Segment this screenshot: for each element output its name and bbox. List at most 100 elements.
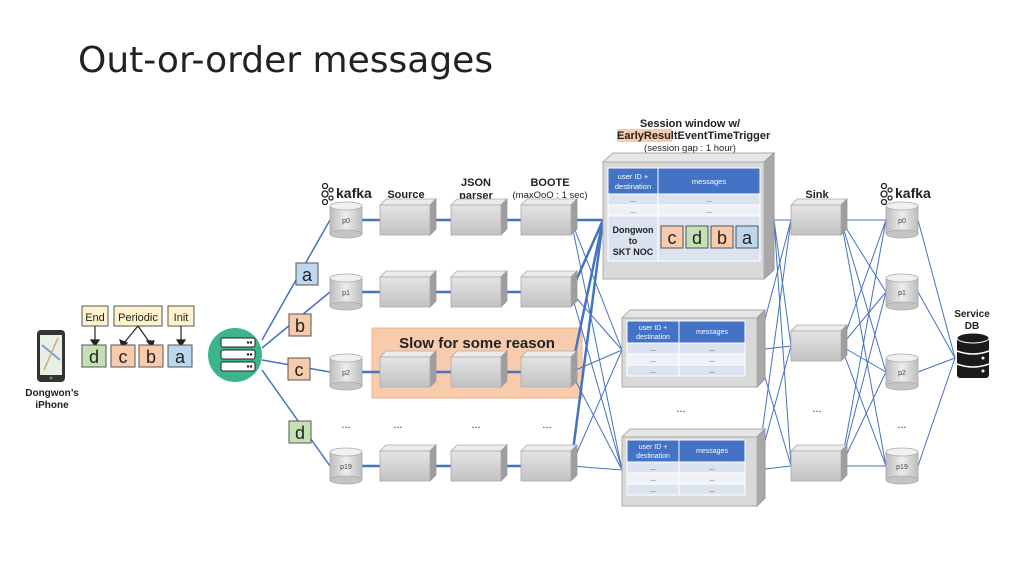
line-sink-1-p1 [840,291,887,347]
w2-cell-3: ... [650,357,656,364]
kafka-left-p0: p0 [329,201,363,239]
session-window-1: user ID + destination messages ... ... .… [601,151,776,281]
w2-cell-1: ... [650,346,656,353]
w2-header-key-2: destination [636,334,670,341]
message-c-label: c [119,347,128,367]
line-win-0-sink-2 [773,219,792,467]
stage-boote-sub: (maxOoO : 1 sec) [513,190,588,201]
json-parser-box-2 [450,350,508,388]
service-db-line1: Service [954,309,990,320]
phone-caption-line2: iPhone [35,400,69,411]
line-p1-db [917,291,956,359]
w1-key-3: SKT NOC [613,247,654,257]
line-p3-db [917,357,956,467]
message-b-label: b [146,347,156,367]
boote-box-0 [520,198,578,236]
message-d-label: d [89,347,99,367]
kafka-label-right: kafka [895,185,931,201]
buffered-a [735,225,759,249]
line-boote-2-win-0 [569,219,605,373]
sink-box-0 [790,198,848,236]
routed-message-d [288,420,312,444]
source-box-3 [379,444,437,482]
ellipsis-source: ... [393,419,402,431]
line-hub-p19 [261,369,331,467]
line-sink-1-p3 [840,345,887,467]
line-sink-0-p2 [840,219,887,373]
ellipsis-right-kafka: ... [897,419,906,431]
ellipsis-parser: ... [471,419,480,431]
line-boote-1-win-1 [570,291,623,351]
buffered-c [660,225,684,249]
session-window-trigger: EventTimeTrigger [678,130,771,142]
operator-boxes [379,198,848,482]
message-a-label: a [175,347,186,367]
phone-caption-line1: Dongwon’s [25,388,79,399]
routed-message-b [288,313,312,337]
kafka-right-p2: p2 [885,353,919,391]
routed-message-b-label: b [295,316,305,336]
kafka-right-p2-label: p2 [898,370,906,377]
w3-cell-2: ... [709,465,715,472]
kafka-label-left: kafka [336,185,372,201]
json-parser-box-1 [450,270,508,308]
stage-boote-label: BOOTE [530,177,569,189]
kafka-right-p0: p0 [885,201,919,239]
page-title: Out-or-order messages [78,40,493,81]
w3-cell-5: ... [650,487,656,494]
line-boote-3-win-2 [570,465,623,471]
server-hub-icon [208,328,262,382]
w3-header-value: messages [696,448,728,455]
source-box-2 [379,350,437,388]
kafka-left-p0-label: p0 [342,218,350,225]
ellipsis-boote: ... [542,419,551,431]
w1-key-1: Dongwon [613,225,654,235]
session-window-early: EarlyResult [617,130,678,142]
boote-box-2 [520,350,578,388]
database-icon [956,332,990,378]
buffered-b-label: b [717,228,727,248]
w1-header-key-1: user ID + [618,172,649,181]
boote-box-1 [520,270,578,308]
sink-box-1 [790,324,848,362]
routed-message-d-label: d [295,423,305,443]
kafka-logo-right: kafka [880,182,931,206]
line-boote-3-win-0 [569,219,605,467]
kafka-left-p2: p2 [329,353,363,391]
w3-header-key-1: user ID + [639,444,668,451]
source-box-0 [379,198,437,236]
session-window-line3: (session gap : 1 hour) [644,143,736,154]
session-window-3: user ID + destination messages ... ... .… [620,427,767,508]
message-b [138,344,164,368]
routed-message-c-label: c [295,360,304,380]
line-boote-0-win-1 [570,219,623,351]
kafka-logo-left: kafka [321,182,372,206]
buffered-b [710,225,734,249]
line-p2-db [917,357,956,373]
buffered-c-label: c [668,228,677,248]
message-a [167,344,193,368]
ellipsis-sink: ... [812,403,821,415]
w2-header-key-1: user ID + [639,325,668,332]
event-type-init-label: Init [174,312,189,324]
line-sink-2-p2 [840,371,887,467]
routed-message-c [287,357,311,381]
line-sink-1-p0 [840,219,887,347]
line-boote-2-win-2 [570,371,623,471]
line-sink-0-p1 [840,219,887,293]
line-win-2-sink-0 [756,219,792,471]
event-type-periodic-label: Periodic [118,312,158,324]
w2-cell-5: ... [650,368,656,375]
session-window-line2: EarlyResultEventTimeTrigger [617,130,771,142]
line-sink-1-p2 [840,345,887,373]
w3-cell-6: ... [709,487,715,494]
w3-header-key-2: destination [636,453,670,460]
buffered-a-label: a [742,228,753,248]
service-db-line2: DB [965,321,979,332]
ellipsis-left-kafka: ... [341,419,350,431]
kafka-right-p19-label: p19 [896,464,908,471]
sink-box-2 [790,444,848,482]
kafka-left-p19-label: p19 [340,464,352,471]
line-boote-2-win-1 [570,349,623,373]
